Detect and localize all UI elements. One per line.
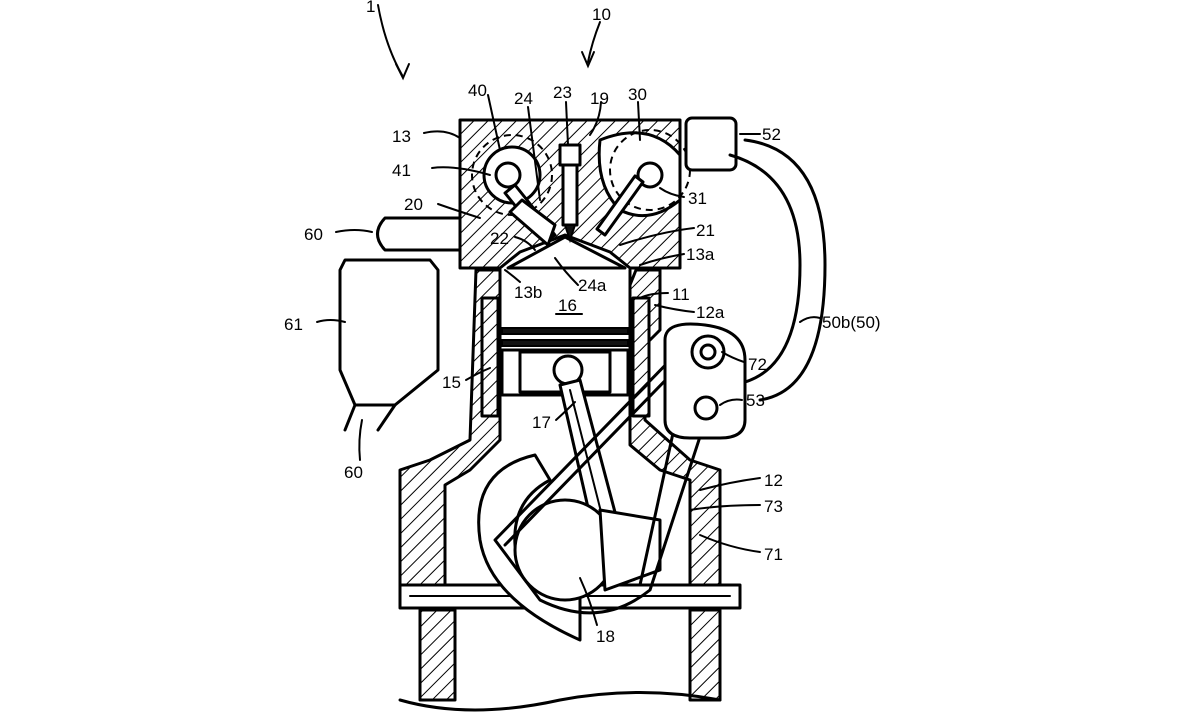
labels: 1 10 40 24 23 19 30 52 13 41 31 20 21 60… [284,0,881,646]
label-21: 21 [696,221,715,240]
label-20: 20 [404,195,423,214]
label-22: 22 [490,229,509,248]
label-24: 24 [514,89,533,108]
label-53: 53 [746,391,765,410]
label-41: 41 [392,161,411,180]
label-12: 12 [764,471,783,490]
label-50b: 50b(50) [822,313,881,332]
label-31: 31 [688,189,707,208]
label-61: 61 [284,315,303,334]
label-17: 17 [532,413,551,432]
cylinder-head [458,118,691,270]
label-23: 23 [553,83,572,102]
label-18: 18 [596,627,615,646]
canister-hose [684,116,827,402]
label-24a: 24a [578,276,607,295]
label-12a: 12a [696,303,725,322]
belt-drive [493,322,747,615]
label-40: 40 [468,81,487,100]
label-19: 19 [590,89,609,108]
label-13b: 13b [514,283,542,302]
label-72: 72 [748,355,767,374]
label-60-bottom: 60 [344,463,363,482]
label-13: 13 [392,127,411,146]
label-10: 10 [592,5,611,24]
label-60-top: 60 [304,225,323,244]
crankshaft [477,453,662,642]
label-1: 1 [366,0,375,16]
label-71: 71 [764,545,783,564]
label-15: 15 [442,373,461,392]
label-52: 52 [762,125,781,144]
intake-pipe [338,216,462,432]
label-13a: 13a [686,245,715,264]
leader-lines [316,4,821,626]
label-16: 16 [558,296,577,315]
label-11: 11 [672,285,690,304]
label-73: 73 [764,497,783,516]
label-30: 30 [628,85,647,104]
